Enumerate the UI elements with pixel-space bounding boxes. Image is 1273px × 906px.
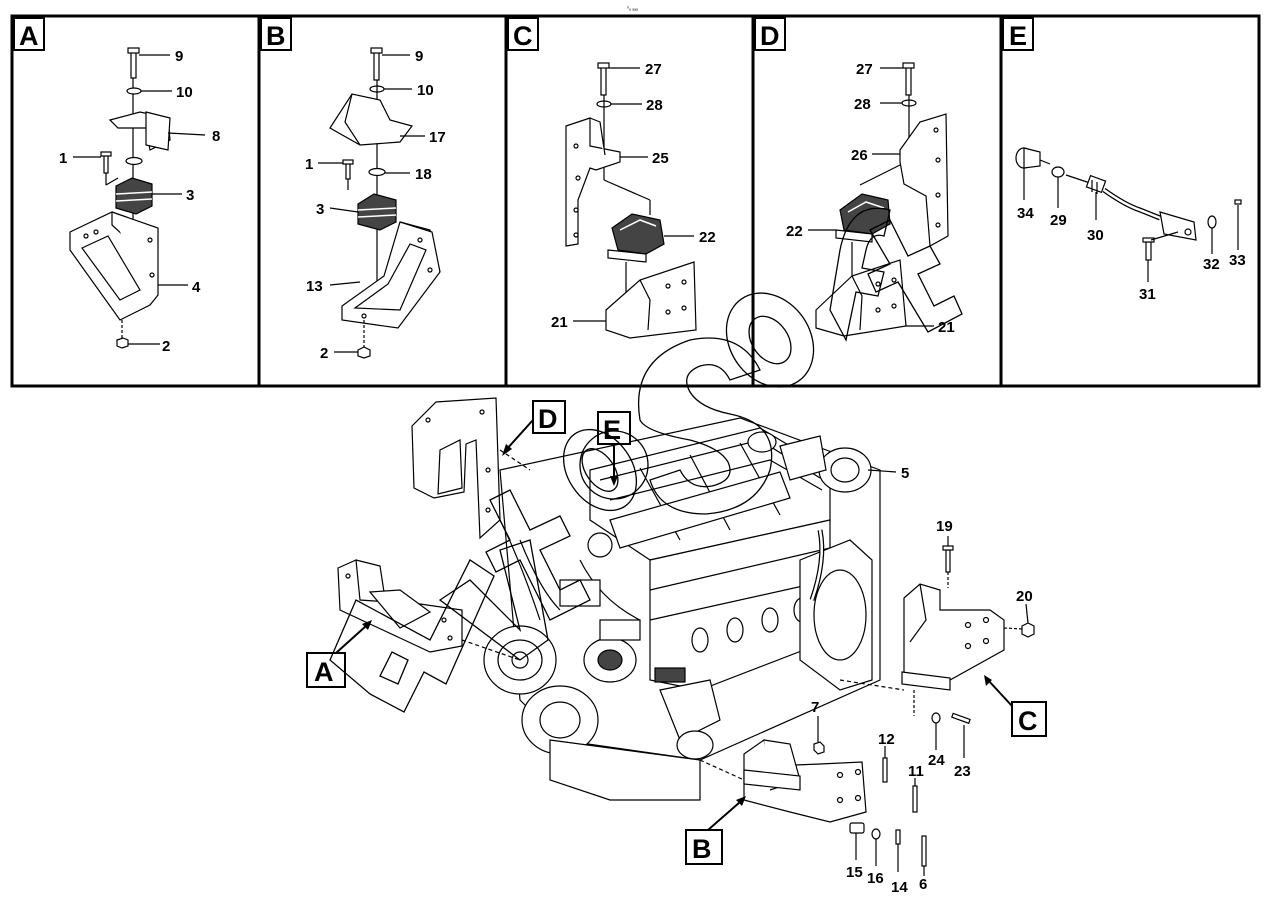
svg-text:18: 18 <box>415 166 432 183</box>
svg-text:2: 2 <box>162 338 170 355</box>
svg-text:E: E <box>1009 21 1027 51</box>
svg-text:6: 6 <box>919 876 927 893</box>
watermark-avtosoft <box>329 207 963 713</box>
svg-text:30: 30 <box>1087 227 1104 244</box>
svg-text:32: 32 <box>1203 256 1220 273</box>
svg-text:21: 21 <box>938 319 955 336</box>
assembly-guide-lines <box>461 449 905 781</box>
svg-text:E: E <box>603 415 621 445</box>
svg-text:3: 3 <box>316 201 324 218</box>
svg-text:A: A <box>19 21 39 51</box>
panel-letter-c: C <box>507 17 539 51</box>
bracket-b-drawing <box>743 738 927 867</box>
detail-panels-frame <box>10 14 1261 388</box>
svg-text:1: 1 <box>305 156 313 173</box>
svg-text:31: 31 <box>1139 286 1156 303</box>
panel-b-drawing: 9 10 17 1 18 3 13 2 <box>305 47 446 362</box>
svg-text:27: 27 <box>645 61 662 78</box>
svg-text:28: 28 <box>854 96 871 113</box>
engine-assembly-drawing <box>411 397 881 801</box>
callout-c: C <box>984 675 1047 737</box>
bracket-c-drawing <box>901 545 1035 725</box>
svg-text:12: 12 <box>878 731 895 748</box>
svg-text:17: 17 <box>429 129 446 146</box>
svg-text:28: 28 <box>646 97 663 114</box>
bracket-a-drawing <box>337 559 463 653</box>
callout-b: B <box>685 796 746 865</box>
svg-text:5: 5 <box>901 465 909 482</box>
svg-text:D: D <box>760 21 780 51</box>
svg-text:7: 7 <box>811 699 819 716</box>
engine-part-labels: 5 19 20 7 12 11 24 23 15 16 14 6 <box>811 465 1033 896</box>
svg-text:25: 25 <box>652 150 669 167</box>
svg-text:22: 22 <box>699 229 716 246</box>
svg-text:11: 11 <box>908 763 924 780</box>
panel-c-drawing: 27 28 25 22 21 <box>551 61 716 339</box>
top-mark: ⁰ₐ ₐₐₐ <box>627 6 638 12</box>
callout-a: A <box>306 620 372 688</box>
svg-text:34: 34 <box>1017 205 1034 222</box>
svg-text:20: 20 <box>1016 588 1033 605</box>
svg-text:10: 10 <box>176 84 193 101</box>
panel-e-drawing: 34 29 30 31 32 33 <box>1015 147 1246 303</box>
svg-text:26: 26 <box>851 147 868 164</box>
svg-text:D: D <box>538 404 558 434</box>
panel-letter-e: E <box>1002 17 1034 51</box>
svg-text:3: 3 <box>186 187 194 204</box>
svg-text:B: B <box>692 834 712 864</box>
svg-text:8: 8 <box>212 128 220 145</box>
svg-text:21: 21 <box>551 314 568 331</box>
panel-a-drawing: 9 10 8 1 3 4 2 <box>59 47 220 355</box>
svg-text:22: 22 <box>786 223 803 240</box>
panel-letter-b: B <box>260 17 292 51</box>
svg-text:C: C <box>1018 706 1038 736</box>
svg-text:9: 9 <box>175 48 183 65</box>
svg-text:14: 14 <box>891 879 908 896</box>
svg-text:19: 19 <box>936 518 953 535</box>
svg-text:15: 15 <box>846 864 863 881</box>
svg-text:9: 9 <box>415 48 423 65</box>
panel-letter-a: A <box>13 17 45 51</box>
svg-text:2: 2 <box>320 345 328 362</box>
svg-text:23: 23 <box>954 763 971 780</box>
svg-text:1: 1 <box>59 150 67 167</box>
svg-text:29: 29 <box>1050 212 1067 229</box>
svg-text:B: B <box>266 21 286 51</box>
panel-letter-d: D <box>754 17 786 51</box>
svg-text:C: C <box>513 21 533 51</box>
svg-text:27: 27 <box>856 61 873 78</box>
svg-text:24: 24 <box>928 752 945 769</box>
svg-text:13: 13 <box>306 278 323 295</box>
callout-d: D <box>502 400 566 456</box>
svg-text:33: 33 <box>1229 252 1246 269</box>
svg-text:16: 16 <box>867 870 884 887</box>
svg-text:10: 10 <box>417 82 434 99</box>
panel-d-drawing: 27 28 26 22 21 <box>786 61 955 337</box>
svg-text:4: 4 <box>192 279 201 296</box>
svg-text:A: A <box>314 657 334 687</box>
